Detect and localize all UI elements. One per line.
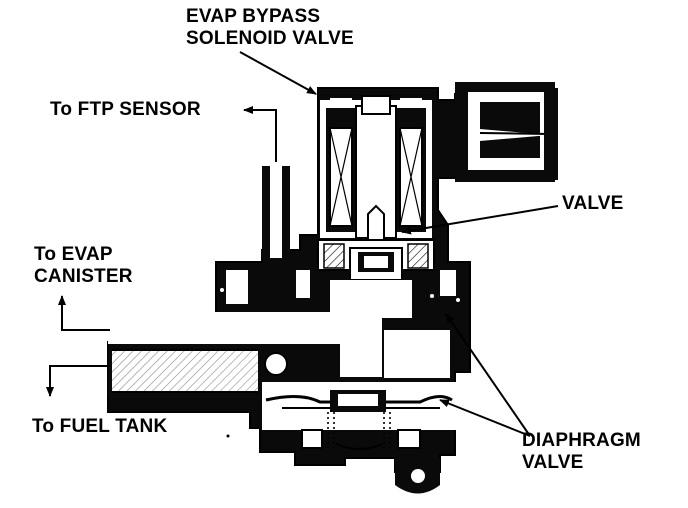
diaphragm-valve-label-line1: DIAPHRAGM xyxy=(522,430,641,451)
connector xyxy=(455,82,558,182)
ftp-port xyxy=(262,160,290,258)
ftp-sensor-label: To FTP SENSOR xyxy=(50,99,201,120)
fuel-tank-pipe xyxy=(108,344,258,396)
internal-passages xyxy=(108,270,456,378)
canister-flow-arrow xyxy=(58,295,110,331)
leader-lines xyxy=(239,51,559,437)
canister-label-line1: To EVAP xyxy=(34,244,113,265)
mounting-tab xyxy=(395,458,440,494)
valve-seat xyxy=(317,239,435,281)
fuel-tank-label: To FUEL TANK xyxy=(32,416,168,437)
diaphragm-chamber xyxy=(262,382,456,450)
canister-label-line2: CANISTER xyxy=(34,266,133,287)
solenoid-coil xyxy=(320,95,432,247)
diaphragm-valve-label-line2: VALVE xyxy=(522,452,584,473)
bypass-solenoid-label-line1: EVAP BYPASS xyxy=(186,6,321,27)
bypass-solenoid-label-line2: SOLENOID VALVE xyxy=(186,28,354,49)
detail-dots xyxy=(220,288,460,438)
ftp-flow-arrow xyxy=(243,106,277,162)
fuel-tank-flow-arrow xyxy=(46,365,110,397)
valve-label: VALVE xyxy=(562,193,624,214)
